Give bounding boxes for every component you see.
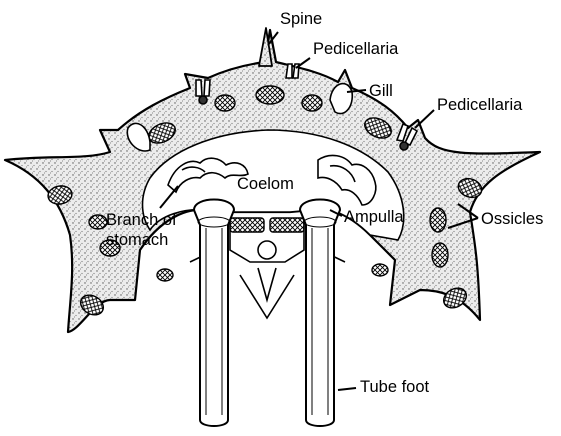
ossicle — [432, 243, 448, 267]
label-branch-of-stomach-line1: Branch of — [106, 211, 177, 229]
ossicle — [430, 208, 446, 232]
tube-feet — [194, 200, 340, 427]
label-tube-foot: Tube foot — [360, 378, 430, 396]
ossicle — [302, 95, 322, 111]
ossicle — [256, 86, 284, 104]
leader-pedicellaria-top — [296, 58, 310, 68]
label-ossicles: Ossicles — [481, 210, 543, 228]
label-ampulla: Ampulla — [344, 208, 404, 226]
label-gill: Gill — [369, 82, 393, 100]
ossicle — [157, 269, 173, 281]
label-spine: Spine — [280, 10, 322, 28]
tube-foot-left — [194, 200, 234, 427]
ossicle — [270, 218, 304, 232]
label-coelom: Coelom — [237, 175, 294, 193]
ossicle — [89, 215, 107, 229]
radial-canal — [258, 241, 276, 259]
label-pedicellaria-right: Pedicellaria — [437, 96, 523, 114]
ossicle — [372, 264, 388, 276]
ossicle — [215, 95, 235, 111]
ossicle — [230, 218, 264, 232]
tube-foot-right — [300, 200, 340, 427]
label-branch-of-stomach-line2: stomach — [106, 231, 168, 249]
label-pedicellaria-top: Pedicellaria — [313, 40, 399, 58]
leader-tube-foot — [338, 388, 356, 390]
